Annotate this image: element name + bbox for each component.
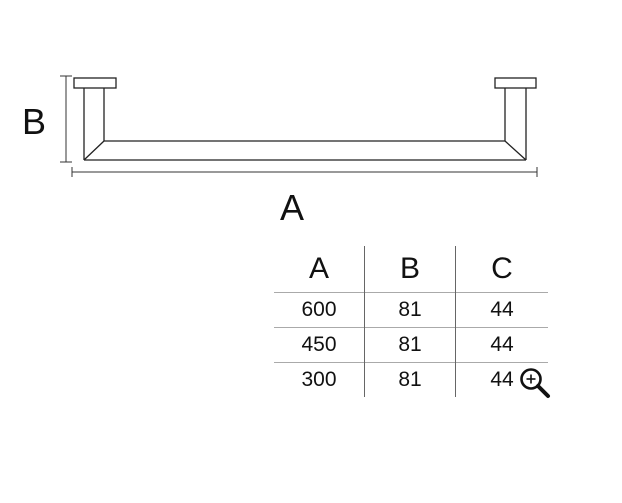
table-cell-b: 81 [364, 362, 456, 397]
table-row: 450 81 44 [274, 327, 548, 363]
table-row: 300 81 44 [274, 362, 548, 397]
zoom-in-icon [520, 368, 550, 398]
table-cell-c: 44 [455, 362, 548, 397]
right-mount-cap [494, 77, 537, 89]
table-row: 600 81 44 [274, 292, 548, 328]
table-cell-a: 300 [274, 362, 365, 397]
dimensions-table: A B C 600 81 44 450 81 44 300 81 44 [274, 246, 548, 397]
table-cell-c: 44 [455, 292, 548, 328]
zoom-in-button[interactable] [517, 365, 553, 399]
table-header-c: C [455, 246, 548, 293]
right-corner-bevel [504, 140, 527, 161]
table-cell-a: 450 [274, 327, 365, 363]
table-header-row: A B C [274, 246, 548, 293]
left-corner-bevel [83, 140, 105, 161]
left-mount-cap [73, 77, 117, 89]
table-cell-b: 81 [364, 292, 456, 328]
table-cell-c: 44 [455, 327, 548, 363]
table-header-a: A [308, 252, 329, 285]
dimension-label-b: B [22, 101, 47, 142]
table-cell-a: 600 [274, 292, 365, 328]
table-cell-b: 81 [364, 327, 456, 363]
dimension-label-a: A [280, 187, 305, 228]
table-header-b: B [364, 246, 456, 293]
